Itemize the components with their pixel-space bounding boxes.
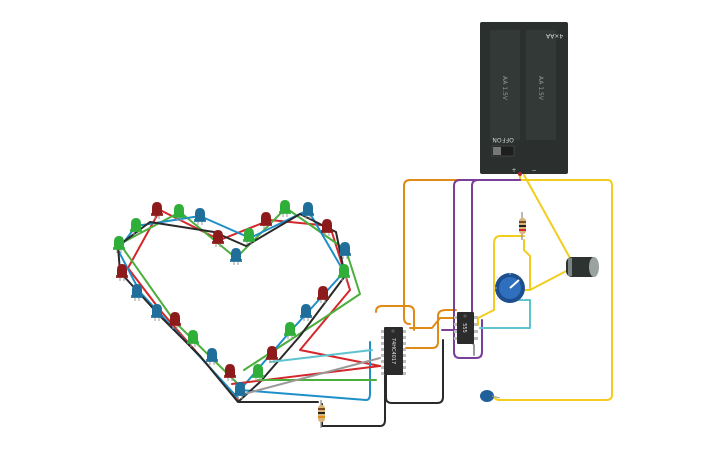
wire-orange-chip[interactable] xyxy=(375,305,461,331)
led-blue[interactable] xyxy=(339,242,351,259)
led-red[interactable] xyxy=(151,202,163,219)
ceramic-capacitor[interactable] xyxy=(480,390,501,402)
wire-purple-1[interactable] xyxy=(453,179,521,359)
battery-switch-off: OFF xyxy=(502,136,514,143)
led-green[interactable] xyxy=(113,236,125,253)
led-blue[interactable] xyxy=(131,284,143,301)
wire-yellow-pot[interactable] xyxy=(515,239,531,291)
wire-teal-link[interactable] xyxy=(269,349,373,363)
battery-pack[interactable]: 4×AA AA 1.5V AA 1.5V ON OFF + − xyxy=(480,22,568,176)
battery-plus-terminal: + xyxy=(511,167,516,174)
wire-yellow-electrolytic[interactable] xyxy=(523,174,571,259)
battery-switch[interactable] xyxy=(491,145,515,157)
counter-chip-label: 74HC4017 xyxy=(390,338,396,364)
battery-label: 4×AA xyxy=(545,32,563,39)
wire-yellow-cap-lead[interactable] xyxy=(529,267,573,291)
led-red[interactable] xyxy=(266,346,278,363)
led-blue[interactable] xyxy=(206,348,218,365)
wire-red-link[interactable] xyxy=(231,365,381,385)
led-green[interactable] xyxy=(187,330,199,347)
wire-black-heart[interactable] xyxy=(117,213,346,403)
led-blue[interactable] xyxy=(151,304,163,321)
resistor-top[interactable] xyxy=(519,212,526,240)
wire-orange-right[interactable] xyxy=(405,309,457,349)
resistor-bottom[interactable] xyxy=(318,400,325,428)
wire-black-resistor[interactable] xyxy=(321,369,386,427)
led-green[interactable] xyxy=(243,228,255,245)
led-blue[interactable] xyxy=(230,248,242,265)
led-green[interactable] xyxy=(173,204,185,221)
timer-chip-label: 555 xyxy=(461,323,467,333)
wire-yellow-vcc[interactable] xyxy=(489,174,613,401)
wire-black-ground[interactable] xyxy=(385,339,444,404)
timer-555-chip[interactable]: 555 xyxy=(454,312,478,344)
battery-cell-text-1: AA 1.5V xyxy=(501,76,508,101)
battery-cell-1 xyxy=(490,30,520,140)
led-green[interactable] xyxy=(252,364,264,381)
led-green[interactable] xyxy=(338,264,350,281)
led-red[interactable] xyxy=(116,264,128,281)
wire-teal-pot[interactable] xyxy=(479,299,531,329)
led-green[interactable] xyxy=(279,200,291,217)
potentiometer[interactable] xyxy=(494,272,525,303)
led-blue[interactable] xyxy=(302,202,314,219)
led-red[interactable] xyxy=(260,212,272,229)
led-blue[interactable] xyxy=(300,304,312,321)
led-red[interactable] xyxy=(317,286,329,303)
electrolytic-capacitor[interactable] xyxy=(566,257,599,277)
led-red[interactable] xyxy=(169,312,181,329)
battery-cell-2 xyxy=(526,30,556,140)
wire-purple-2[interactable] xyxy=(471,179,521,321)
battery-terminal-dot xyxy=(518,172,522,176)
led-red[interactable] xyxy=(321,219,333,236)
counter-4017-chip[interactable]: 74HC4017 xyxy=(381,327,406,375)
led-blue[interactable] xyxy=(194,208,206,225)
battery-cell-text-2: AA 1.5V xyxy=(537,76,544,101)
led-red[interactable] xyxy=(224,364,236,381)
led-red[interactable] xyxy=(212,230,224,247)
battery-minus-terminal: − xyxy=(531,167,536,174)
wires xyxy=(117,174,613,427)
wire-blue-heart[interactable] xyxy=(117,209,371,401)
battery-switch-on: ON xyxy=(492,136,501,143)
led-green[interactable] xyxy=(284,322,296,339)
wire-orange-loop[interactable] xyxy=(403,179,521,325)
led-heart xyxy=(113,200,351,399)
led-blue[interactable] xyxy=(234,382,246,399)
wire-grey-link[interactable] xyxy=(239,357,381,396)
battery-switch-knob[interactable] xyxy=(493,147,501,155)
led-green[interactable] xyxy=(130,218,142,235)
